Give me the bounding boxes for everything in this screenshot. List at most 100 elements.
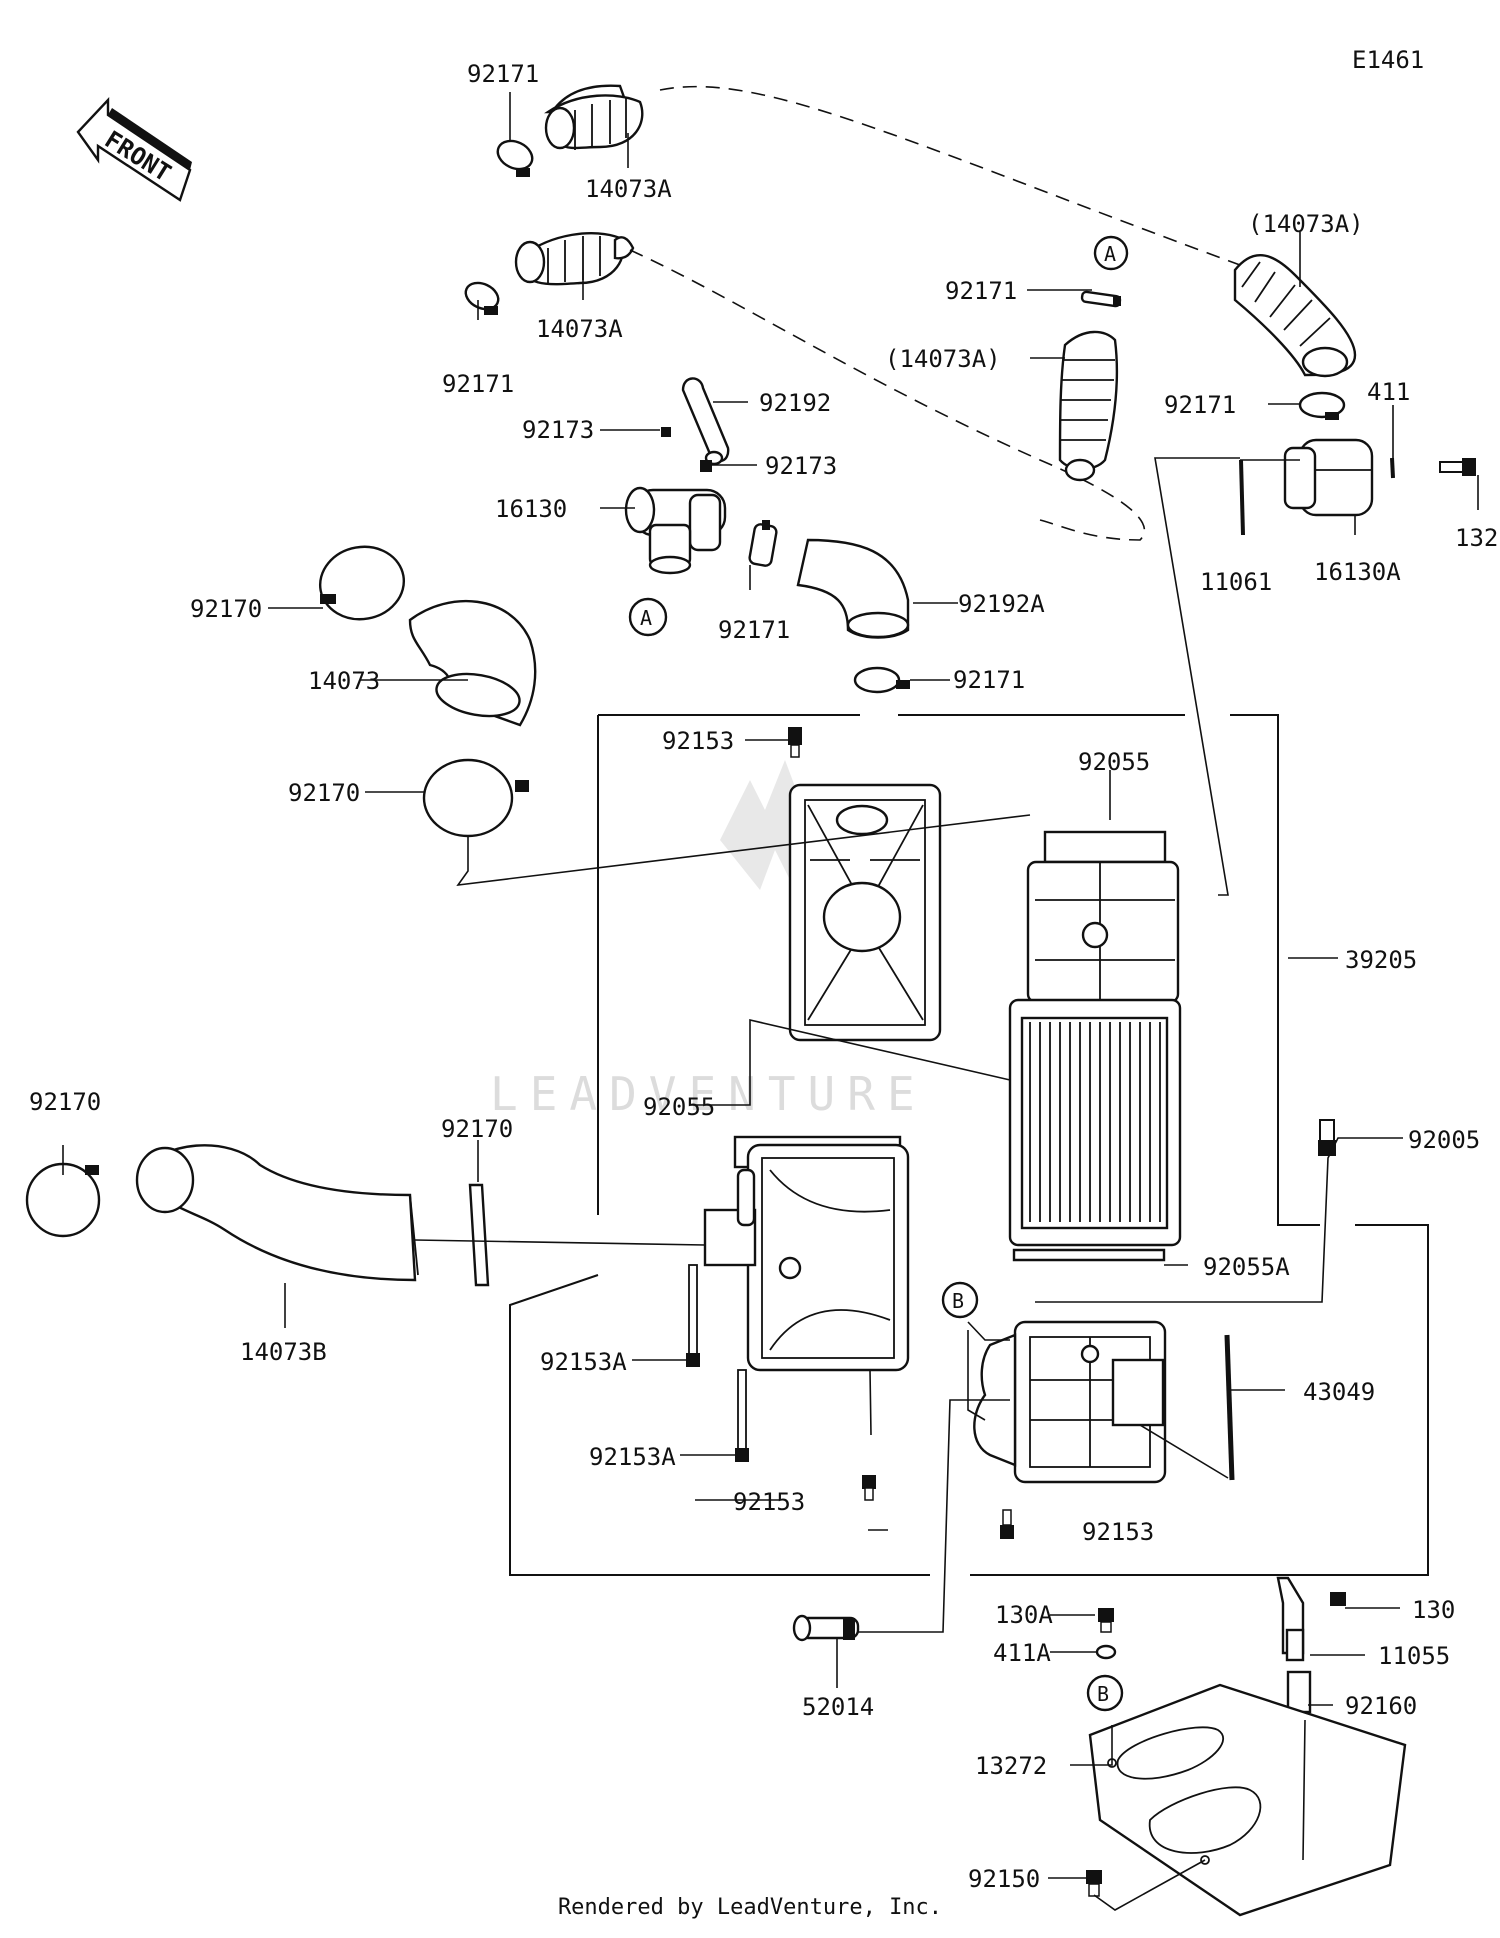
hose-14073A-second <box>514 232 635 286</box>
label-92192: 92192 <box>759 389 831 417</box>
svg-text:A: A <box>640 606 652 630</box>
housing-16130A <box>1283 438 1374 517</box>
assembly-frame-39205 <box>509 714 1429 1576</box>
fitting-92005 <box>1318 1119 1336 1156</box>
label-92173-a: 92173 <box>522 416 594 444</box>
label-92055-mid: 92055 <box>643 1093 715 1121</box>
label-92150: 92150 <box>968 1865 1040 1893</box>
bolt-92153A-b <box>735 1369 749 1462</box>
label-411A: 411A <box>993 1639 1051 1667</box>
lower-plenum <box>703 1135 910 1372</box>
rod-43049 <box>1224 1334 1235 1481</box>
valve-16130 <box>624 486 727 575</box>
front-arrow-icon: FRONT <box>76 96 192 202</box>
upper-plenum <box>788 783 942 1042</box>
label-14073B: 14073B <box>240 1338 327 1366</box>
label-39205: 39205 <box>1345 946 1417 974</box>
watermark-text: LEADVENTURE <box>490 1067 927 1121</box>
routing-line-top <box>659 85 1241 266</box>
clamp-92170-a <box>318 545 406 621</box>
clip-92173-b <box>700 460 712 472</box>
callout-a-top: A <box>1093 235 1129 271</box>
svg-text:A: A <box>1104 242 1116 266</box>
hose-92192A <box>796 538 910 639</box>
label-92192A: 92192A <box>958 590 1045 618</box>
bolt-130A <box>1098 1608 1114 1633</box>
leader-lines <box>62 92 1479 1911</box>
label-130: 130 <box>1412 1596 1455 1624</box>
intercooler-core <box>1008 830 1182 1247</box>
washer-411 <box>1390 457 1395 479</box>
label-92153A-a: 92153A <box>540 1348 627 1376</box>
label-52014: 52014 <box>802 1693 874 1721</box>
label-92170-c: 92170 <box>29 1088 101 1116</box>
clamp-92171-top <box>496 139 534 177</box>
footer-credit: Rendered by LeadVenture, Inc. <box>557 1895 943 1920</box>
label-16130A: 16130A <box>1314 558 1401 586</box>
gasket-92170-d <box>468 1183 490 1287</box>
clamp-92171-lower <box>853 666 910 694</box>
label-43049: 43049 <box>1303 1378 1375 1406</box>
label-92055A: 92055A <box>1203 1253 1290 1281</box>
label-92171-lower: 92171 <box>953 666 1025 694</box>
plate-13272 <box>1088 1683 1407 1917</box>
label-92153A-b: 92153A <box>589 1443 676 1471</box>
lower-tank <box>973 1320 1167 1484</box>
hose-14073A-right <box>1233 254 1357 378</box>
bolt-132 <box>1439 458 1476 476</box>
gasket-11061 <box>1239 459 1245 536</box>
label-130A: 130A <box>995 1601 1053 1629</box>
label-92171-center: 92171 <box>945 277 1017 305</box>
washer-411A <box>1095 1644 1117 1660</box>
label-14073A-second: 14073A <box>536 315 623 343</box>
label-132: 132 <box>1455 524 1498 552</box>
label-92005: 92005 <box>1408 1126 1480 1154</box>
sensor-52014 <box>792 1614 860 1642</box>
svg-text:B: B <box>952 1289 964 1313</box>
label-14073: 14073 <box>308 667 380 695</box>
bolt-92153-top <box>788 727 802 758</box>
label-92171-top: 92171 <box>467 60 539 88</box>
label-92171-second: 92171 <box>442 370 514 398</box>
clamp-92170-b <box>422 758 529 838</box>
clamp-92171-center <box>1080 290 1122 308</box>
callout-a-bottom: A <box>628 597 668 637</box>
clamp-92171-valve <box>748 520 778 567</box>
hose-92192 <box>681 377 730 466</box>
label-16130: 16130 <box>495 495 567 523</box>
label-13272: 13272 <box>975 1752 1047 1780</box>
duct-14073 <box>408 600 537 727</box>
label-92055-top: 92055 <box>1078 748 1150 776</box>
label-92153-b: 92153 <box>733 1488 805 1516</box>
label-92153-top: 92153 <box>662 727 734 755</box>
label-92170-b: 92170 <box>288 779 360 807</box>
label-11055: 11055 <box>1378 1642 1450 1670</box>
label-92173-b: 92173 <box>765 452 837 480</box>
svg-text:B: B <box>1097 1682 1109 1706</box>
bracket-11055 <box>1276 1576 1305 1662</box>
hose-14073A-center <box>1058 330 1119 482</box>
label-92153-c: 92153 <box>1082 1518 1154 1546</box>
gasket-92055A <box>1012 1248 1166 1262</box>
callout-b-top: B <box>941 1281 979 1319</box>
label-11061: 11061 <box>1200 568 1272 596</box>
clip-92173-a <box>661 427 671 437</box>
clamp-92171-right <box>1298 391 1346 420</box>
label-92160: 92160 <box>1345 1692 1417 1720</box>
label-411: 411 <box>1367 378 1410 406</box>
label-14073A-top: 14073A <box>585 175 672 203</box>
callout-b-bottom: B <box>1086 1674 1124 1712</box>
diagram-id: E1461 <box>1352 46 1425 74</box>
label-92171-valve: 92171 <box>718 616 790 644</box>
bolt-92153-c <box>1000 1509 1014 1539</box>
bolt-130 <box>1330 1592 1346 1606</box>
label-14073A-ref-right: (14073A) <box>1248 210 1364 238</box>
bolt-92153A-a <box>686 1264 700 1367</box>
label-92170-d: 92170 <box>441 1115 513 1143</box>
clamp-92171-second <box>464 281 500 315</box>
hose-14073A-top <box>544 84 644 150</box>
label-14073A-ref-center: (14073A) <box>885 345 1001 373</box>
label-92171-right: 92171 <box>1164 391 1236 419</box>
duct-14073B <box>135 1144 419 1282</box>
